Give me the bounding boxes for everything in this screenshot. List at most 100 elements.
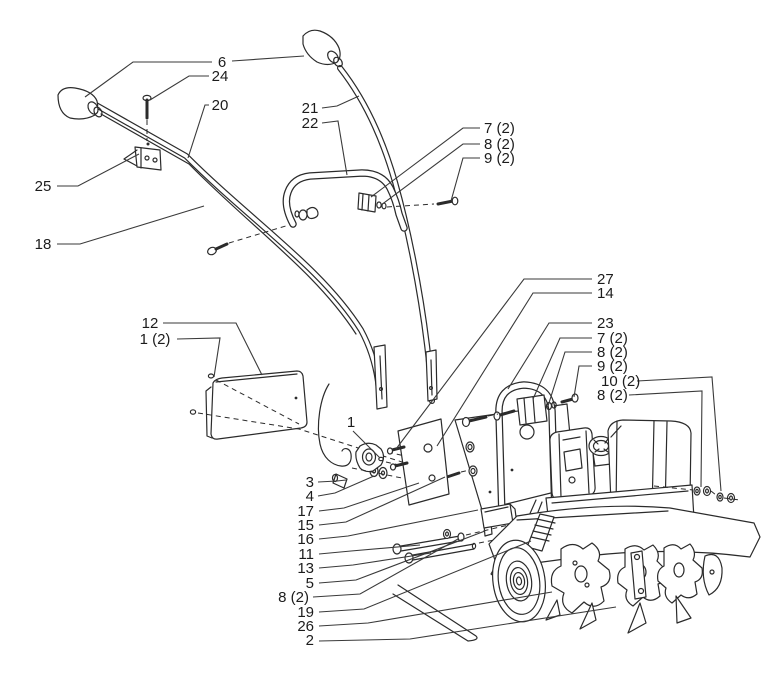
right-grip-ferrule: [327, 50, 339, 64]
panel-dot-3: [488, 490, 492, 494]
shield-bolt-dashed-1: [215, 379, 300, 425]
bracket-hole-1: [144, 155, 150, 161]
callout-6-label: 6: [218, 54, 226, 71]
leader-14: [436, 292, 592, 447]
washer-4b-hole: [380, 470, 386, 476]
upper-handle-right-tube: [337, 65, 435, 404]
leader-3: [317, 479, 347, 483]
leader-8-bottom: [312, 538, 459, 598]
shield-mount-dot: [294, 396, 298, 400]
ignition-switch-27: [355, 442, 385, 473]
axle: [515, 576, 523, 586]
callout-8-bottom-label: 8 (2): [278, 589, 309, 606]
leader-27: [395, 278, 592, 450]
leader-9-upper: [450, 157, 480, 202]
leader-5: [318, 530, 486, 584]
callout-14-label: 14: [597, 285, 614, 302]
leader-23: [507, 322, 592, 390]
upper-handle-right-tube-inner: [338, 66, 434, 403]
shield-bolt-upper: [207, 373, 215, 379]
drag-stake: [392, 584, 478, 642]
shield-bolt-lower: [189, 409, 197, 415]
washer-right-2-hole: [704, 488, 709, 494]
clamp-left-washer: [294, 210, 300, 218]
tine-blade-tip-4: [545, 599, 561, 621]
tine-inner-left: [550, 542, 611, 614]
shield-panel-12: [210, 370, 308, 440]
callout-11-label: 11: [298, 546, 314, 563]
washer-right-4-hole: [728, 495, 733, 501]
tine-outer-hub: [673, 562, 685, 578]
callout-15-label: 15: [297, 517, 314, 534]
clamp-block-right-ridges: [361, 193, 370, 212]
tine-bolt-2: [584, 582, 590, 588]
callout-3-label: 3: [306, 474, 314, 491]
carriage-bolt-axis-dashed: [228, 224, 290, 244]
air-filter-plate: [563, 448, 583, 472]
panel-stud-b: [468, 465, 478, 477]
left-grip-ferrule-2: [93, 106, 103, 118]
leader-4: [317, 475, 375, 497]
leader-7-upper: [370, 127, 480, 198]
panel-large-hole: [519, 424, 535, 440]
upper-handle-assembly: [57, 29, 438, 410]
clamp-washer-a: [376, 201, 382, 209]
washer-right-3-hole: [718, 494, 722, 500]
plate-hole-a: [423, 443, 433, 453]
nut-8-bottom-a: [442, 528, 452, 540]
left-tube-hole: [379, 387, 384, 392]
wheel: [492, 539, 546, 623]
bolt-15-shaft: [445, 471, 461, 479]
callout-12-label: 12: [142, 315, 159, 332]
bracket-hole-2: [152, 157, 158, 163]
leader-16: [318, 509, 479, 540]
engine-base-line: [551, 490, 689, 504]
lower-loop-handle-assembly: [282, 169, 459, 232]
clamp-23-bolt-left-head: [493, 411, 501, 421]
hub-inner: [512, 571, 526, 591]
leader-10-right: [636, 376, 722, 492]
wheel-arm-hatch: [530, 518, 556, 542]
loose-bolt-head: [461, 416, 471, 428]
leader-25: [57, 153, 140, 187]
washer-right-3: [716, 492, 724, 502]
plate-studs: [390, 445, 409, 468]
tine-outer-blade: [702, 553, 723, 596]
upper-handle-left-tube-edge: [100, 113, 357, 335]
clamp-knob-left: [298, 209, 308, 221]
switch-keyhole: [365, 452, 373, 462]
rim: [505, 560, 533, 602]
washer-right-1-hole: [695, 488, 699, 494]
bolt-9-axis-dashed: [386, 203, 435, 208]
leader-8-right: [628, 390, 703, 488]
switch-face: [361, 448, 377, 466]
tine-bolt-1: [572, 560, 578, 566]
plate-hole-b: [428, 474, 436, 482]
loop-handle-tube-inner: [283, 170, 407, 231]
callout-13-label: 13: [297, 560, 314, 577]
leader-11: [318, 544, 421, 555]
leader-8-upper: [380, 143, 480, 206]
leader-8-mid: [547, 351, 592, 407]
washer-right-1: [693, 486, 701, 496]
leader-12: [163, 322, 263, 376]
callout-22-label: 22: [302, 115, 319, 132]
right-grip-ferrule-2: [333, 56, 343, 68]
leader-20: [187, 104, 209, 159]
stud-tip-b: [389, 463, 397, 471]
callout-10-right-label: 10 (2): [601, 373, 640, 390]
callout-24-label: 24: [212, 68, 229, 85]
tine-link-bar: [630, 550, 647, 600]
loose-bolt-dashed: [487, 413, 499, 417]
washer-right-2: [702, 485, 712, 497]
leader-1-pair: [176, 337, 221, 378]
washer-right-4: [726, 492, 736, 504]
callout-25-label: 25: [35, 178, 52, 195]
callout-26-label: 26: [297, 618, 314, 635]
callout-27-label: 27: [597, 271, 614, 288]
left-tube-slot: [379, 355, 383, 400]
panel-stud-b-hole: [470, 467, 476, 475]
shield-panel-edges: [205, 373, 298, 439]
